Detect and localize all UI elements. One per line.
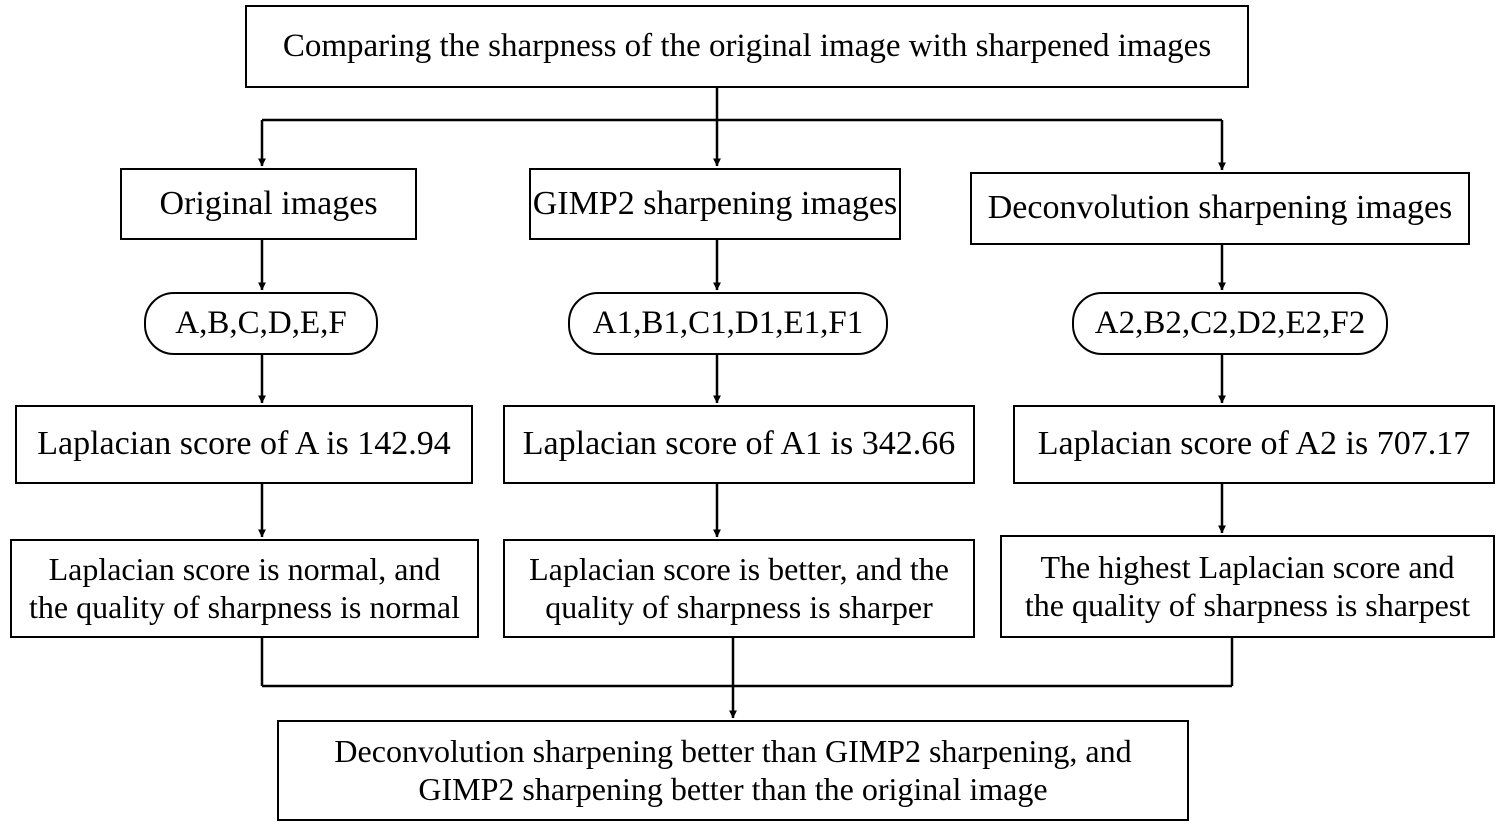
category-gimp2-label: GIMP2 sharpening images <box>532 184 898 222</box>
category-deconvolution-box: Deconvolution sharpening images <box>970 172 1470 245</box>
category-gimp2-box: GIMP2 sharpening images <box>529 168 901 240</box>
score-deconvolution-box: Laplacian score of A2 is 707.17 <box>1013 405 1495 484</box>
conclusion-box: Deconvolution sharpening better than GIM… <box>277 720 1189 821</box>
quality-deconvolution-text: The highest Laplacian score and the qual… <box>1024 548 1471 623</box>
category-original-label: Original images <box>159 184 378 222</box>
image-set-original: A,B,C,D,E,F <box>144 292 378 355</box>
score-deconvolution-text: Laplacian score of A2 is 707.17 <box>1037 425 1471 463</box>
score-gimp2-text: Laplacian score of A1 is 342.66 <box>522 425 956 463</box>
image-set-deconvolution-text: A2,B2,C2,D2,E2,F2 <box>1094 305 1366 342</box>
quality-original-text: Laplacian score is normal, and the quali… <box>28 550 461 625</box>
category-original-box: Original images <box>120 168 417 240</box>
quality-gimp2-box: Laplacian score is better, and the quali… <box>503 539 975 638</box>
image-set-gimp2: A1,B1,C1,D1,E1,F1 <box>568 292 888 355</box>
quality-original-box: Laplacian score is normal, and the quali… <box>10 539 479 638</box>
score-original-text: Laplacian score of A is 142.94 <box>37 425 451 463</box>
image-set-gimp2-text: A1,B1,C1,D1,E1,F1 <box>592 305 864 342</box>
quality-deconvolution-box: The highest Laplacian score and the qual… <box>1000 535 1495 638</box>
score-gimp2-box: Laplacian score of A1 is 342.66 <box>503 405 975 484</box>
conclusion-text: Deconvolution sharpening better than GIM… <box>334 732 1132 807</box>
quality-gimp2-text: Laplacian score is better, and the quali… <box>529 550 949 625</box>
title-box: Comparing the sharpness of the original … <box>245 5 1249 88</box>
category-deconvolution-label: Deconvolution sharpening images <box>987 189 1453 227</box>
image-set-original-text: A,B,C,D,E,F <box>175 305 347 342</box>
image-set-deconvolution: A2,B2,C2,D2,E2,F2 <box>1072 292 1388 355</box>
title-text: Comparing the sharpness of the original … <box>282 28 1212 65</box>
score-original-box: Laplacian score of A is 142.94 <box>15 405 473 484</box>
